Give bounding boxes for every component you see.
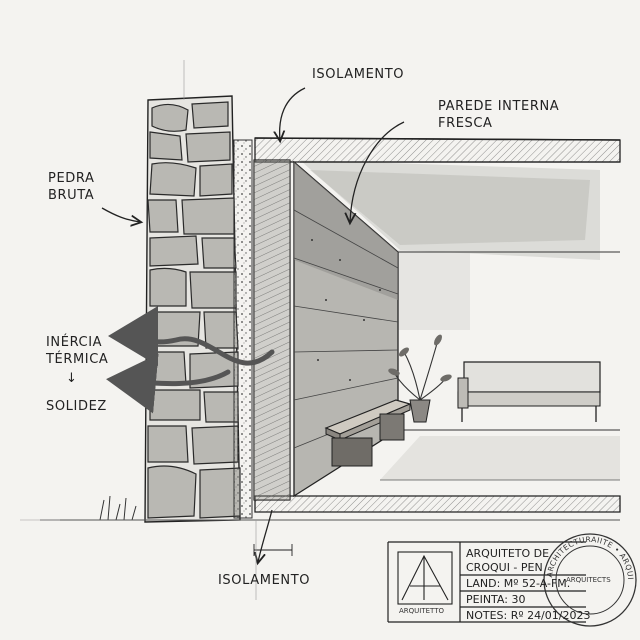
title-line2: CROQUI - PEN (466, 561, 543, 574)
label-inercia-arrow: ↓ (66, 371, 78, 386)
insulation-layer (253, 159, 291, 501)
stamp-center-text: ARQUITECTS (566, 576, 611, 584)
label-inercia-line2: TÉRMICA (46, 352, 109, 367)
title-notes: NOTES: Rº 24/01/2023 (466, 609, 591, 622)
label-parede-line2: FRESCA (438, 116, 493, 131)
label-inercia-line1: INÉRCIA (46, 335, 103, 350)
title-block (387, 541, 586, 623)
label-pedra-line2: BRUTA (48, 188, 95, 203)
ceiling-slab (254, 137, 621, 163)
label-parede-line1: PAREDE INTERNA (438, 99, 560, 114)
floor-slab (254, 495, 621, 513)
construction-lines (20, 60, 257, 600)
title-land: LAND: Mº 52-A-FM. (466, 577, 571, 590)
room-interior (380, 251, 620, 481)
label-isolamento-top: ISOLAMENTO (312, 67, 405, 82)
room-wash (300, 160, 600, 330)
label-isolamento-bottom: ISOLAMENTO (218, 573, 311, 588)
logo-mark (397, 551, 453, 605)
label-pedra-line1: PEDRA (48, 171, 95, 186)
logo-caption: ARQUITETTO (399, 607, 444, 615)
potted-plant (388, 334, 452, 423)
bench (324, 399, 412, 467)
title-peinta: PEINTA: 30 (466, 593, 526, 606)
leader-arrows (101, 87, 405, 562)
sofa (457, 361, 601, 422)
title-line1: ARQUITETO DE (466, 547, 550, 560)
label-solidez: SOLIDEZ (46, 399, 107, 414)
thermal-arrows (106, 306, 275, 414)
mortar-layer (233, 139, 253, 519)
